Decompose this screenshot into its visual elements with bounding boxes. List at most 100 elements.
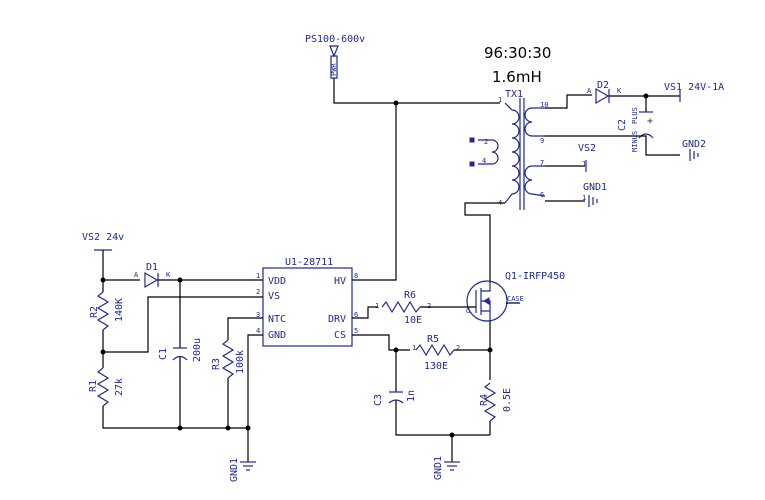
secondary-winding-2 bbox=[524, 165, 546, 197]
r5-value: 130E bbox=[424, 361, 448, 372]
hv-wire bbox=[333, 78, 500, 104]
ic-pin-ntc: NTC bbox=[268, 314, 286, 325]
r1-value: 27k bbox=[114, 378, 125, 396]
c1-value: 200u bbox=[192, 338, 203, 362]
transformer-inductance: 1.6mH bbox=[492, 68, 542, 86]
r6-resistor bbox=[381, 300, 421, 314]
junction-dot bbox=[245, 425, 251, 431]
r3-resistor bbox=[221, 339, 235, 379]
transformer-ratio: 96:30:30 bbox=[484, 44, 551, 62]
c1-plate-curve bbox=[172, 355, 188, 361]
vs1-label: VS1 24V-1A bbox=[664, 82, 724, 93]
ic-num-4: 4 bbox=[256, 327, 260, 335]
q1-gate-label: G bbox=[466, 307, 470, 315]
c2-plus-sign: + bbox=[647, 116, 653, 127]
ic-ref: U1-28711 bbox=[285, 257, 333, 268]
drv-wire bbox=[352, 306, 378, 319]
ic-num-2: 2 bbox=[256, 288, 260, 296]
primary-winding bbox=[504, 102, 520, 204]
gnd1-top-label: GND1 bbox=[583, 182, 607, 193]
ic-pin-gnd: GND bbox=[268, 330, 286, 341]
hv-pin-wire bbox=[352, 103, 397, 281]
drain-wire bbox=[464, 202, 505, 283]
ntc-wire bbox=[227, 317, 263, 340]
vs2-out-label: VS2 bbox=[578, 143, 596, 154]
d2-a: A bbox=[587, 87, 592, 95]
ps-arrow-icon bbox=[329, 45, 339, 58]
ic-num-6: 6 bbox=[354, 311, 358, 319]
tx-pin-6: 6 bbox=[540, 191, 544, 199]
tx-pin-2: 2 bbox=[484, 138, 488, 146]
tx-pin-9: 9 bbox=[540, 137, 544, 145]
d1-diode-icon bbox=[144, 271, 159, 289]
r5-pin-2: 2 bbox=[456, 344, 460, 352]
r5-ref: R5 bbox=[427, 334, 439, 345]
r4-resistor bbox=[483, 382, 497, 422]
ic-num-1: 1 bbox=[256, 272, 260, 280]
q1-ref: Q1-IRFP450 bbox=[505, 271, 565, 282]
ic-pin-vdd: VDD bbox=[268, 276, 286, 287]
cs-wire bbox=[352, 334, 410, 351]
ic-pin-vs: VS bbox=[268, 291, 280, 302]
c2-return-wire bbox=[545, 135, 680, 156]
aux-winding bbox=[478, 139, 499, 165]
tx-pin-1: 1 bbox=[498, 96, 502, 104]
ic-num-8: 8 bbox=[354, 272, 358, 280]
tx-pin-4: 4 bbox=[482, 157, 486, 165]
transformer-ref: TX1 bbox=[505, 89, 523, 100]
d1-ref: D1 bbox=[146, 262, 158, 273]
r4-ref: R4 bbox=[479, 394, 490, 406]
q1-mosfet-body bbox=[466, 280, 508, 322]
c2-plate-curve bbox=[638, 133, 654, 139]
junction-dot bbox=[225, 425, 231, 431]
vs2-in-label: VS2 24v bbox=[82, 232, 124, 243]
r5-pin-1: 1 bbox=[412, 344, 416, 352]
ic-num-3: 3 bbox=[256, 311, 260, 319]
c1-ref: C1 bbox=[158, 348, 169, 360]
r1-resistor bbox=[96, 367, 110, 407]
junction-dot bbox=[177, 425, 183, 431]
ic-pin-hv: HV bbox=[334, 276, 346, 287]
r3-ref: R3 bbox=[211, 358, 222, 370]
r6-pin-2: 2 bbox=[427, 302, 431, 310]
d1-a: A bbox=[134, 271, 139, 279]
aux-pin bbox=[469, 161, 475, 167]
r6-ref: R6 bbox=[404, 290, 416, 301]
ic-u1-body bbox=[262, 267, 353, 347]
tx-pin-7: 7 bbox=[540, 159, 544, 167]
r6-value: 10E bbox=[404, 315, 422, 326]
pin-1-label: 1 bbox=[582, 160, 586, 168]
vs-wire bbox=[102, 280, 263, 353]
q1-case: CASE bbox=[507, 295, 524, 303]
c3-gnd-wire bbox=[395, 400, 490, 436]
d2-k: K bbox=[617, 87, 622, 95]
c2-plus: PLUS bbox=[631, 107, 639, 124]
r6-pin-1: 1 bbox=[375, 302, 379, 310]
pwr-tag-label: PWR bbox=[330, 63, 338, 76]
pin-1-label: 1 bbox=[582, 194, 586, 202]
ic-pin-drv: DRV bbox=[328, 314, 346, 325]
d2-diode-icon bbox=[595, 87, 610, 105]
r2-value: 140K bbox=[114, 298, 125, 322]
gnd2-label: GND2 bbox=[682, 139, 706, 150]
ic-num-5: 5 bbox=[354, 327, 358, 335]
d2-ref: D2 bbox=[597, 80, 609, 91]
ps-supply-label: PS100-600v bbox=[305, 34, 365, 45]
ic-pin-cs: CS bbox=[334, 330, 346, 341]
c2-minus: MINUS bbox=[631, 131, 639, 152]
aux-pin bbox=[469, 137, 475, 143]
gnd1-left-label: GND1 bbox=[229, 458, 240, 482]
r2-ref: R2 bbox=[89, 306, 100, 318]
q1-arrow-icon bbox=[483, 297, 490, 305]
r2-resistor bbox=[96, 291, 110, 331]
c2-ref: C2 bbox=[617, 119, 628, 131]
r1-gnd-wire bbox=[102, 352, 248, 429]
gnd1-right-label: GND1 bbox=[433, 456, 444, 480]
c3-value: 1n bbox=[406, 390, 417, 402]
ic-gnd-wire bbox=[247, 334, 263, 462]
tx-pin-10: 10 bbox=[540, 101, 548, 109]
r3-value: 100k bbox=[235, 350, 246, 374]
d1-k: K bbox=[166, 271, 171, 279]
secondary-winding-1 bbox=[524, 107, 545, 137]
